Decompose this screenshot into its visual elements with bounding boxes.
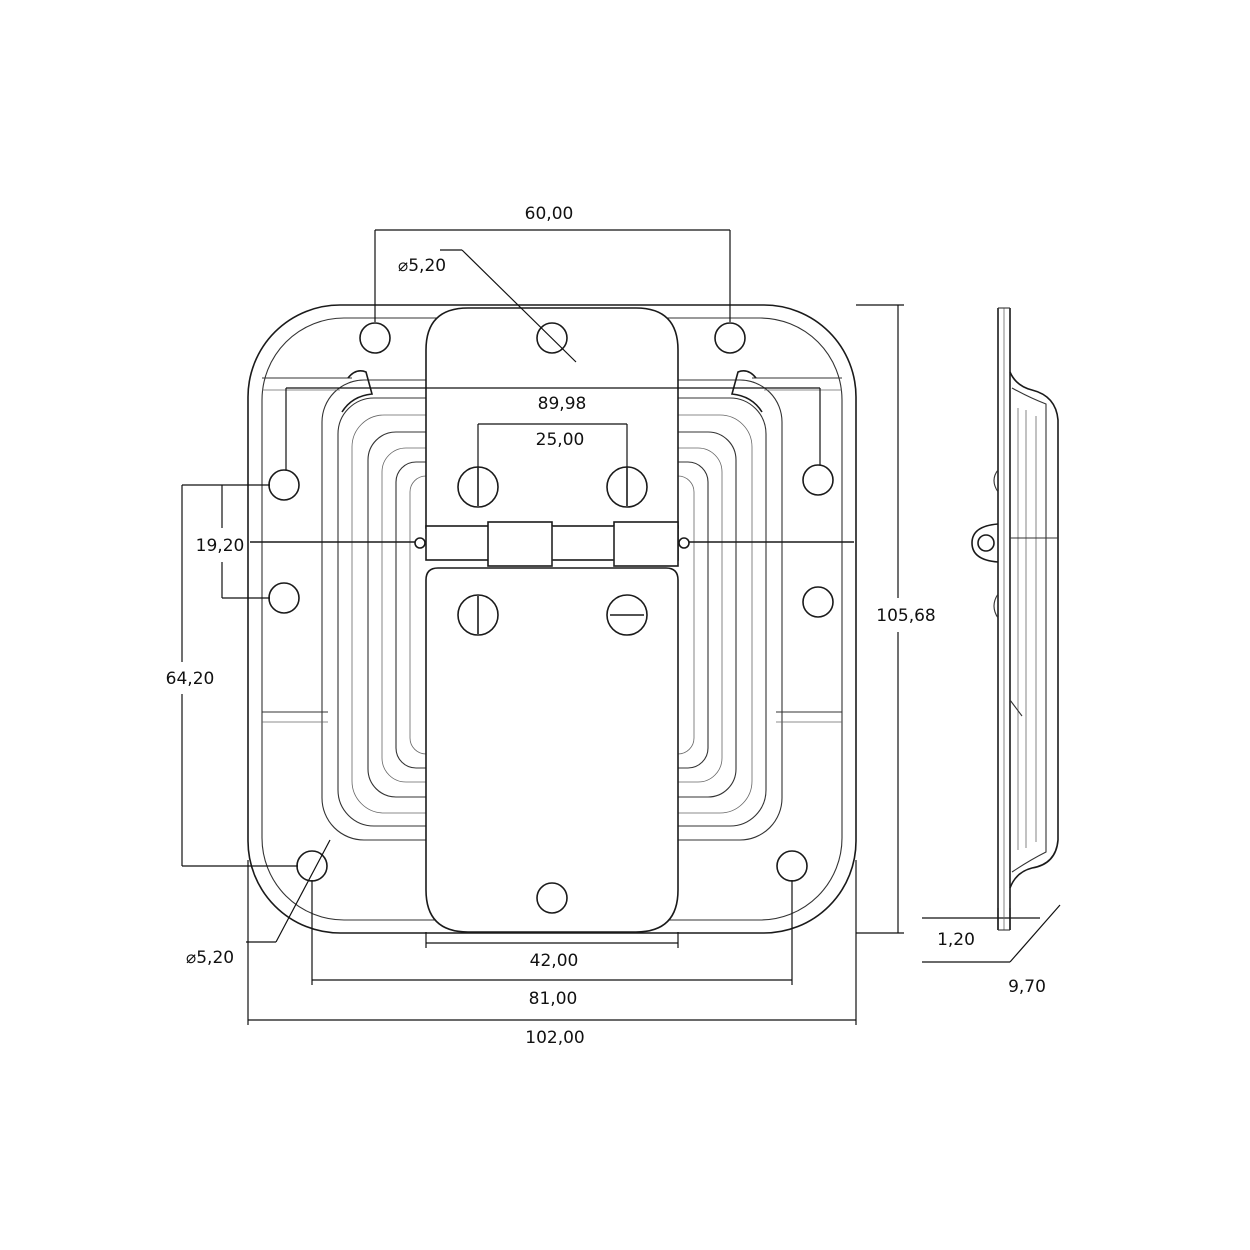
dim-plate-width: 42,00 (530, 951, 579, 971)
mounting-hole-mid-right-lower (802, 586, 834, 618)
hinge-knuckle-2 (613, 521, 679, 567)
right-hook (730, 370, 763, 413)
mounting-hole-bottom-left (296, 850, 328, 882)
dim-depth: 9,70 (1008, 977, 1046, 997)
dim-hole-diameter-bottom: ⌀5,20 (186, 948, 234, 968)
dim-screw-spacing: 25,00 (536, 430, 585, 450)
mounting-hole-top-left (359, 322, 391, 354)
mounting-hole-bottom-right (776, 850, 808, 882)
side-hinge-pin (977, 534, 995, 552)
outer-flange (247, 304, 857, 934)
hinge-knuckle-1 (487, 521, 553, 567)
hinge-pin-right (678, 537, 690, 549)
lower-plate-hole (536, 882, 568, 914)
dim-inner-width: 89,98 (538, 394, 587, 414)
mounting-hole-mid-left-upper (268, 469, 300, 501)
dim-hole-diameter-top: ⌀5,20 (398, 256, 446, 276)
side-view (971, 307, 1059, 931)
dim-vertical-hole-spacing: 19,20 (196, 536, 245, 556)
mounting-hole-mid-right-upper (802, 464, 834, 496)
dim-hole-spacing-top: 60,00 (525, 204, 574, 224)
dim-overall-width: 102,00 (525, 1028, 584, 1048)
mounting-hole-mid-left-lower (268, 582, 300, 614)
dim-overall-height: 105,68 (876, 606, 935, 626)
dim-thickness: 1,20 (937, 930, 975, 950)
side-hinge-ear (971, 523, 999, 563)
dimension-lines (181, 229, 1061, 1025)
left-hook (341, 370, 374, 413)
hinge-pin-left (414, 537, 426, 549)
lower-hinge-plate (425, 567, 679, 933)
front-view (247, 304, 857, 934)
mounting-hole-top-right (714, 322, 746, 354)
dim-vertical-span: 64,20 (166, 669, 215, 689)
dim-bottom-hole-spacing: 81,00 (529, 989, 578, 1009)
dimension-labels: 60,00 ⌀5,20 89,98 25,00 19,20 64,20 105,… (166, 204, 1046, 1048)
side-profile-dish (1009, 371, 1059, 889)
